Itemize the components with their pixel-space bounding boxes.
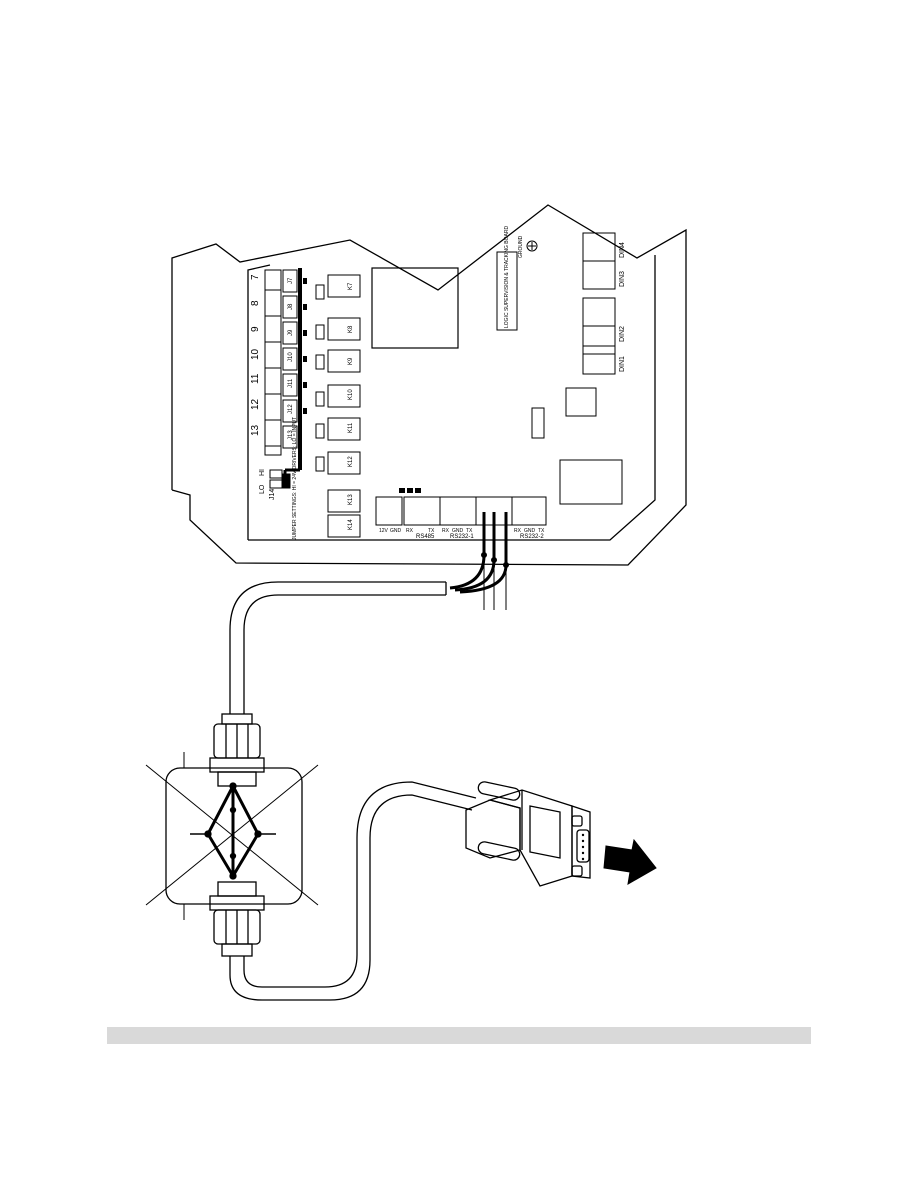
relay [327,317,361,341]
port-label-rs232-2: RS232-2 [520,534,544,540]
relay-labels: K7 K8 K9 K10 K11 K12 K13 K14 [348,282,354,530]
switch-label-hi: HI [259,469,266,476]
relay-label: K13 [348,494,354,505]
relay [327,451,361,475]
terminal-strip [264,269,282,456]
din-label: DIN1 [619,356,626,372]
terminal-number-12: 12 [250,398,261,410]
relay [327,489,361,513]
cable-gland-bottom [209,881,265,957]
arrow-right-icon [603,838,657,885]
relay [327,384,361,408]
pcb-board: 7 8 9 10 11 12 13 J7 J8 J9 J10 J11 J12 J… [250,226,626,540]
cable-upper [229,581,447,714]
jumper-labels: J7 J8 J9 J10 J11 J12 J13 [288,277,294,440]
terminal-number-9: 9 [250,326,261,332]
pin-labels: 12V GND RX TX RX GND TX RX GND TX [379,528,545,534]
fuse [531,407,545,439]
terminal-numbers: 7 8 9 10 11 12 13 [250,274,261,436]
relay-jumpers [315,284,325,472]
junction-box [145,752,319,920]
pin-label: TX [538,528,545,534]
bus-connectors [303,278,307,414]
jumper-column [282,269,298,449]
port-blocks [375,496,547,526]
din-label: DIN4 [619,242,626,258]
port-label-rs232-1: RS232-1 [450,534,474,540]
din-label: DIN2 [619,326,626,342]
relay-label: K14 [348,519,354,530]
relay-label: K12 [348,456,354,467]
din-labels: DIN4 DIN3 DIN2 DIN1 [619,242,626,372]
pin-label: RX [406,528,414,534]
relay-label: K11 [348,422,354,433]
port-label-rs485: RS485 [416,534,435,540]
relay [327,417,361,441]
din-blocks [582,232,616,375]
relay-label: K8 [348,325,354,333]
jumper-label: J12 [288,404,294,414]
terminal-number-11: 11 [250,373,261,384]
enclosure-outline [171,204,687,566]
db9-connector [465,781,591,887]
pin-label: RX [514,528,522,534]
pin-label: GND [524,528,536,534]
relay [327,514,361,538]
earth-label: GROUND [518,235,524,258]
port-labels: RS485 RS232-1 RS232-2 [416,534,544,540]
cable-gland-top [209,713,265,787]
cable-lower [229,781,477,1001]
footer-bar [107,1027,811,1044]
jumper-label: J11 [288,378,294,388]
din-label: DIN3 [619,271,626,287]
processor-chip [371,267,459,349]
jumper-label: J10 [288,352,294,362]
jumper-label: J9 [288,329,294,336]
power-module [559,459,623,505]
switch-label-lo: LO [259,484,266,494]
pcb-note: LOGIC SUPERVISION & TRACKING BOARD [504,226,510,328]
relay-label: K9 [348,357,354,365]
port-wires [449,512,509,610]
pin-label: 12V [379,528,389,534]
jumper-note: JUMPER SETTINGS: HI = 24V DRIVERS; LO = … [292,417,298,540]
relays [327,274,361,538]
pin-label: RX [442,528,450,534]
lo-hi-switch [269,469,291,489]
small-ic [565,387,597,417]
jumper-label: J13 [288,430,294,440]
pin-label: GND [452,528,464,534]
switch-label-j14: J14 [269,489,276,500]
pin-label: TX [466,528,473,534]
terminal-number-10: 10 [250,348,261,360]
relay [327,349,361,373]
relay-label: K10 [348,389,354,400]
terminal-number-7: 7 [250,274,261,280]
relay-label: K7 [348,282,354,290]
pin-label: TX [428,528,435,534]
ground-icon [526,240,538,252]
terminal-number-8: 8 [250,300,261,306]
jumper-label: J7 [288,277,294,284]
label-plate [496,251,518,331]
terminal-number-13: 13 [250,424,261,436]
jumper-label: J8 [288,303,294,310]
relay [327,274,361,298]
pin-label: GND [390,528,402,534]
